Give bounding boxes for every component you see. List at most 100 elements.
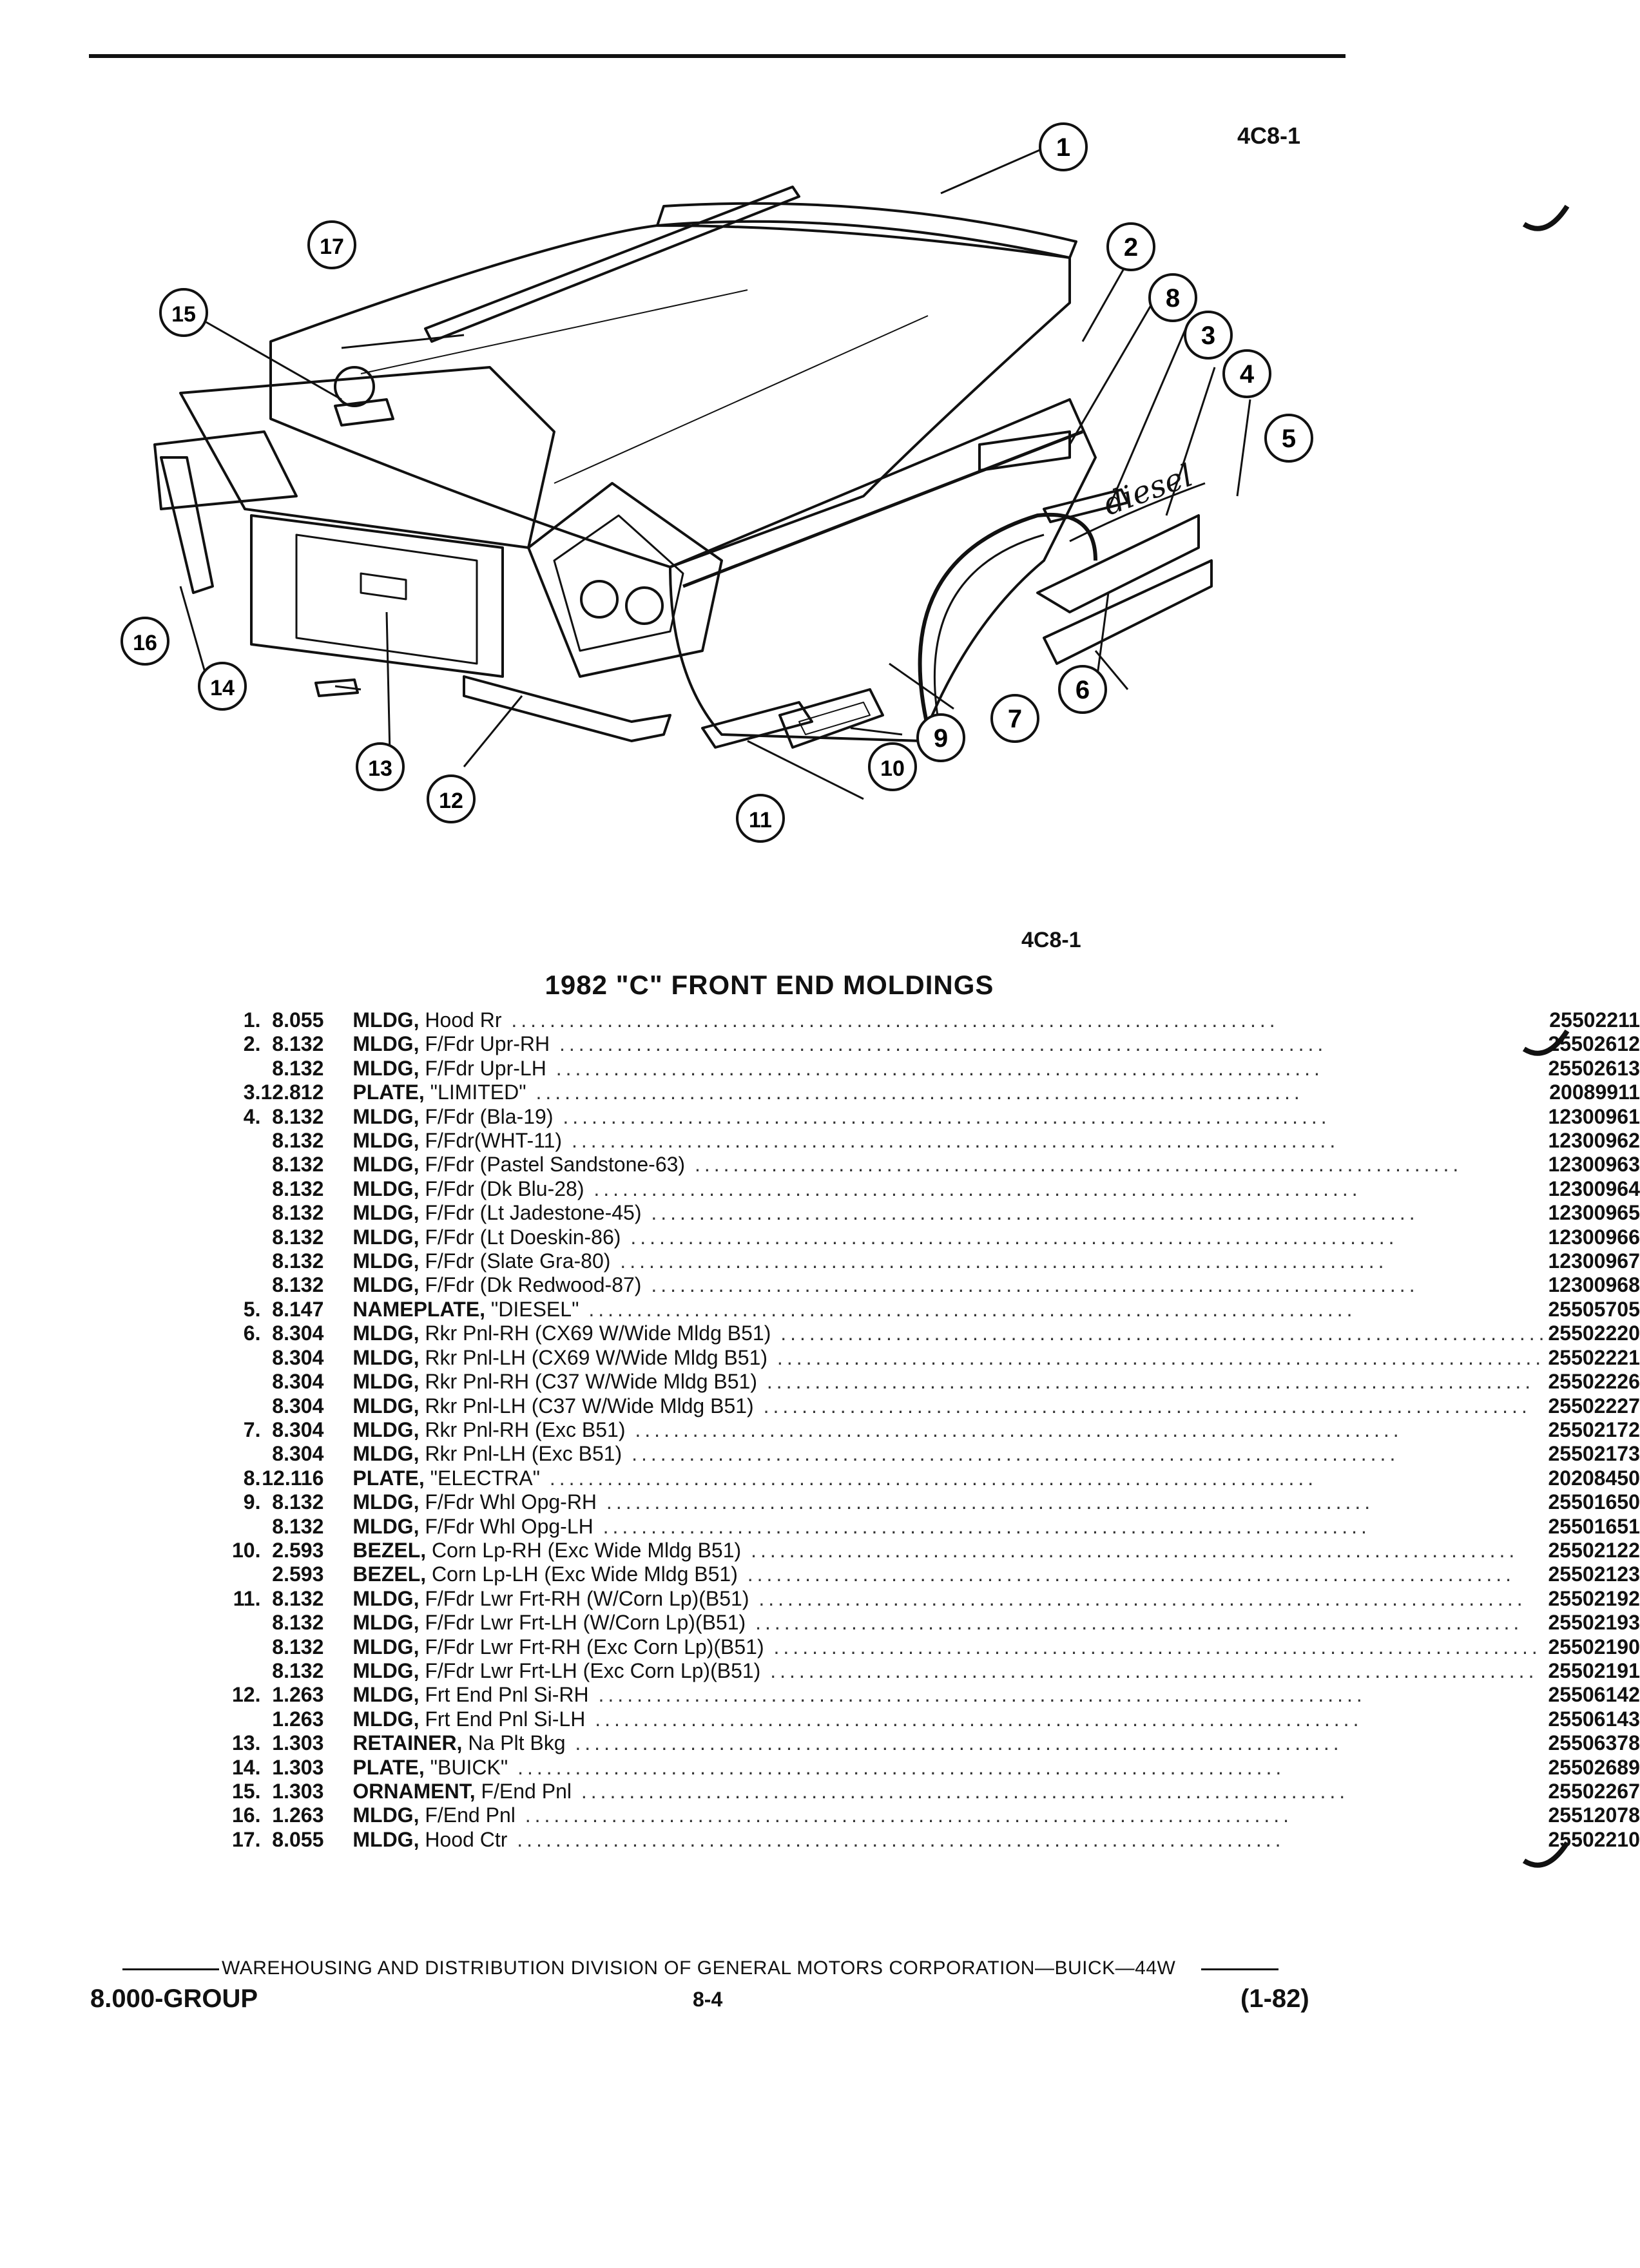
leader-dots: ........................................… [621, 1225, 1398, 1249]
part-description: MLDG, F/Fdr (Dk Redwood-87) ............… [323, 1273, 1548, 1297]
leader-dots: ........................................… [757, 1370, 1535, 1394]
leader-dots: ........................................… [515, 1803, 1293, 1827]
part-type: MLDG, [352, 1514, 420, 1538]
figure-code-bottom: 4C8-1 [1021, 928, 1081, 952]
part-type: MLDG, [352, 1008, 420, 1032]
part-detail: "LIMITED" [430, 1081, 526, 1104]
part-type: MLDG, [352, 1658, 420, 1682]
part-number: 25502172 [1548, 1418, 1640, 1441]
leader-dots: ........................................… [501, 1008, 1279, 1032]
leader-dots: ........................................… [767, 1345, 1545, 1369]
front-end-panel-side-molding [463, 675, 671, 742]
leader-dots: ........................................… [771, 1321, 1548, 1345]
part-detail: F/Fdr (Dk Blu-28) [425, 1177, 584, 1200]
item-number [232, 1225, 260, 1249]
part-description: MLDG, F/Fdr Whl Opg-LH .................… [323, 1515, 1548, 1539]
part-number: 25506142 [1548, 1683, 1640, 1707]
front-end-panel-molding [160, 456, 214, 594]
part-detail: F/Fdr (Lt Doeskin-86) [425, 1225, 621, 1249]
callout-8: 8 [1148, 273, 1197, 322]
item-number [232, 1129, 260, 1153]
part-type: ORNAMENT, [352, 1780, 476, 1803]
group-number: 8.304 [272, 1442, 324, 1466]
item-number [232, 1659, 260, 1683]
item-number [232, 1273, 260, 1297]
svg-text:16: 16 [133, 631, 157, 655]
part-description: MLDG, Rkr Pnl-LH (CX69 W/Wide Mldg B51) … [323, 1346, 1548, 1370]
svg-text:8: 8 [1166, 284, 1180, 312]
part-detail: Rkr Pnl-LH (CX69 W/Wide Mldg B51) [425, 1345, 768, 1369]
group-number: 8.304 [272, 1418, 324, 1441]
svg-text:11: 11 [749, 808, 772, 832]
front-end-exploded-diagram: diesel 1 2 8 3 4 5 6 7 9 10 11 12 13 14 [121, 122, 1313, 843]
part-description: MLDG, F/Fdr (Dk Blu-28) ................… [323, 1177, 1548, 1201]
part-detail: F/Fdr (Bla-19) [425, 1104, 554, 1128]
part-number: 12300963 [1548, 1153, 1640, 1177]
callout-4: 4 [1222, 349, 1271, 398]
margin-tick [1522, 1841, 1570, 1868]
leader-dots: ........................................… [764, 1635, 1541, 1658]
part-detail: F/Fdr Upr-LH [425, 1056, 546, 1080]
leader-dots: ........................................… [571, 1780, 1349, 1803]
leader-dots: ........................................… [746, 1611, 1523, 1635]
group-number: 2.593 [272, 1562, 324, 1586]
callout-11: 11 [736, 794, 785, 843]
part-type: MLDG, [352, 1201, 420, 1225]
part-number: 25502190 [1548, 1635, 1640, 1658]
svg-text:10: 10 [880, 756, 905, 781]
part-type: MLDG, [352, 1345, 420, 1369]
leader-dots: ........................................… [579, 1297, 1356, 1321]
item-number: 10. [232, 1538, 261, 1562]
leader-dots: ........................................… [562, 1129, 1340, 1153]
leader-dots: ........................................… [507, 1827, 1285, 1851]
part-number: 25512078 [1548, 1803, 1640, 1827]
leader-dots: ........................................… [553, 1104, 1331, 1128]
part-detail: Hood Ctr [425, 1827, 508, 1851]
part-detail: Rkr Pnl-LH (C37 W/Wide Mldg B51) [425, 1394, 754, 1418]
part-detail: "ELECTRA" [430, 1466, 540, 1490]
part-description: MLDG, F/Fdr Lwr Frt-RH (Exc Corn Lp)(B51… [323, 1635, 1548, 1659]
item-number [232, 1201, 260, 1225]
part-description: MLDG, F/Fdr Lwr Frt-LH (Exc Corn Lp)(B51… [323, 1659, 1548, 1683]
part-type: MLDG, [352, 1418, 420, 1441]
group-number: 8.132 [272, 1201, 324, 1225]
part-description: BEZEL, Corn Lp-RH (Exc Wide Mldg B51) ..… [323, 1539, 1548, 1562]
part-detail: F/Fdr(WHT-11) [425, 1129, 563, 1153]
callout-12: 12 [427, 774, 476, 823]
part-description: BEZEL, Corn Lp-LH (Exc Wide Mldg B51) ..… [323, 1562, 1548, 1586]
item-number: 17. [232, 1827, 261, 1851]
part-description: PLATE, "LIMITED" .......................… [323, 1081, 1548, 1104]
part-number: 25502612 [1548, 1032, 1640, 1056]
item-number: 16. [232, 1803, 261, 1827]
callout-2: 2 [1106, 222, 1155, 271]
buick-plate-small [314, 678, 359, 697]
part-detail: F/Fdr (Pastel Sandstone-63) [425, 1153, 686, 1177]
front-end-panel [179, 366, 555, 549]
group-number: 8.132 [272, 1056, 324, 1080]
part-detail: Corn Lp-LH (Exc Wide Mldg B51) [432, 1562, 738, 1586]
part-description: MLDG, F/Fdr (Lt Jadestone-45) ..........… [323, 1201, 1548, 1225]
leader-dots: ........................................… [737, 1562, 1515, 1586]
part-detail: F/Fdr Upr-RH [425, 1032, 550, 1056]
license-plate-area [250, 514, 504, 678]
part-description: MLDG, Rkr Pnl-LH (Exc B51) .............… [323, 1442, 1548, 1466]
part-type: MLDG, [352, 1032, 420, 1056]
part-type: MLDG, [352, 1803, 420, 1827]
part-number: 25502193 [1548, 1611, 1640, 1635]
item-number: 1. [243, 1008, 261, 1032]
part-detail: F/End Pnl [425, 1803, 516, 1827]
part-type: MLDG, [352, 1707, 420, 1731]
callout-7: 7 [990, 694, 1039, 743]
svg-text:2: 2 [1124, 233, 1138, 262]
